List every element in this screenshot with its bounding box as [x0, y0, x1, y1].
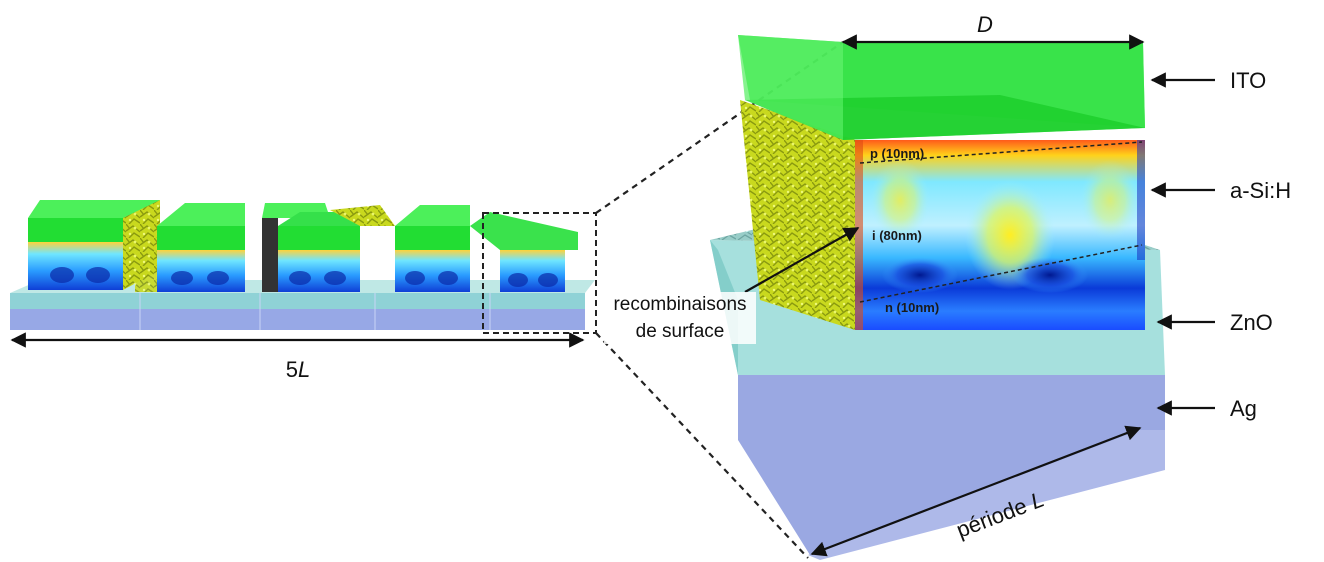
p-label: p (10nm) — [870, 146, 924, 161]
ag-label: Ag — [1230, 396, 1257, 421]
overview-strip-5 — [470, 212, 578, 292]
overview-strip-4 — [330, 205, 470, 292]
zoom-box — [482, 212, 597, 334]
asih-side-texture — [740, 100, 855, 330]
overview-strip-2 — [135, 203, 245, 292]
overview-strip-3 — [262, 203, 370, 292]
asih-field-map — [855, 140, 1145, 330]
recombination-pointer — [744, 227, 860, 293]
zoom-line-bottom — [595, 332, 809, 559]
i-n-interface — [859, 244, 1143, 303]
ito-label: ITO — [1230, 68, 1266, 93]
zno-label: ZnO — [1230, 310, 1273, 335]
period-arrow — [810, 425, 1142, 557]
asih-label: a-Si:H — [1230, 178, 1291, 203]
recombination-label-line-2: de surface — [636, 321, 725, 342]
overview-ag-layer — [10, 309, 585, 330]
n-label: n (10nm) — [885, 300, 939, 315]
i-label: i (80nm) — [872, 228, 922, 243]
detail-structure: p (10nm) i (80nm) n (10nm) D période L r… — [604, 12, 1165, 560]
detail-width-label: D — [977, 12, 993, 37]
overview-zno-layer — [10, 293, 585, 309]
recombination-label-line-1: recombinaisons — [613, 294, 746, 315]
layer-labels: ITO a-Si:H ZnO Ag — [1150, 68, 1291, 421]
overview-structure: 5L — [10, 200, 597, 382]
p-i-interface — [859, 141, 1143, 164]
overview-width-label: 5L — [286, 357, 311, 382]
